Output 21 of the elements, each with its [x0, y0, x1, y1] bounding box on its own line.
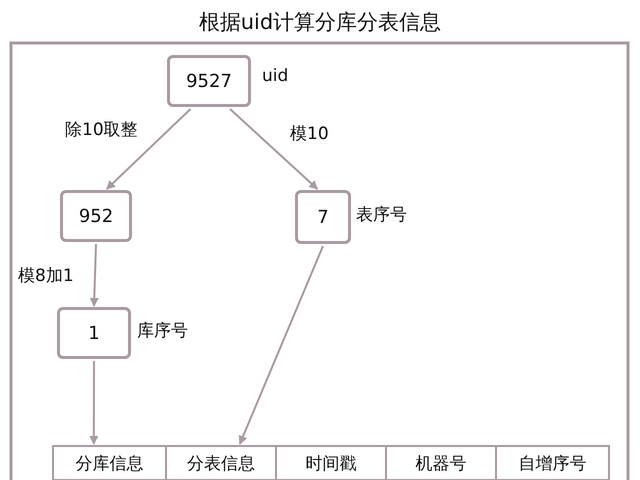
arrow [106, 108, 192, 190]
value-box: 1 [57, 307, 131, 359]
arrow [238, 246, 324, 445]
arrow [90, 244, 99, 307]
value-box: 9527 [167, 55, 251, 107]
table-cell: 时间戳 [275, 445, 385, 480]
table-cell: 分库信息 [52, 445, 165, 480]
arrow [89, 361, 98, 445]
table-cell: 自增序号 [495, 445, 610, 480]
caption-label: 库序号 [137, 323, 188, 340]
arrow [229, 108, 318, 190]
value-box: 7 [295, 190, 351, 244]
edge-label: 模10 [290, 126, 329, 143]
title: 根据uid计算分库分表信息 [198, 12, 442, 33]
caption-label: 表序号 [356, 207, 407, 224]
table-cell: 机器号 [385, 445, 495, 480]
caption-label: uid [262, 68, 288, 85]
value-box: 952 [60, 190, 132, 242]
table-cell: 分表信息 [165, 445, 275, 480]
edge-label: 除10取整 [65, 122, 138, 139]
edge-label: 模8加1 [18, 268, 74, 285]
